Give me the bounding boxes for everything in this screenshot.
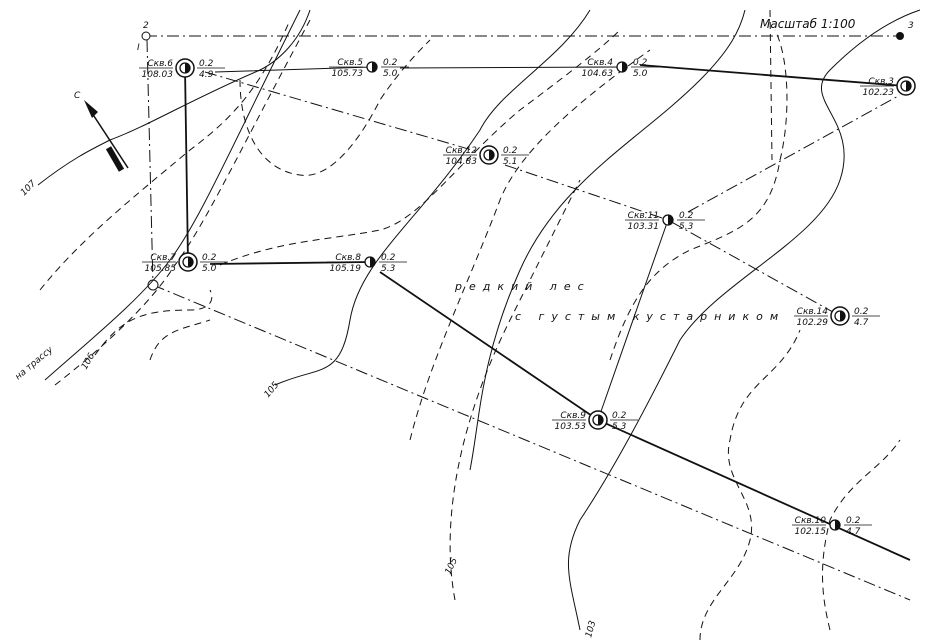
well-elevation: 105.85 (145, 264, 177, 274)
well-depth-denominator: 5.0 (202, 264, 217, 274)
station-label: I (137, 43, 140, 53)
contour-lines (37, 9, 921, 641)
well-elevation: 105.73 (332, 69, 364, 79)
well-elevation: 102.29 (797, 318, 829, 328)
well-depth-denominator: 5.0 (383, 69, 398, 79)
traverse-bottom (152, 284, 911, 601)
well-depth-denominator: 5.3 (679, 222, 694, 232)
well-depth-denominator: 4.9 (199, 70, 214, 80)
well-depth-denominator: 5.3 (612, 422, 627, 432)
well-half-fill-icon (835, 520, 840, 530)
well-elevation: 104.63 (582, 69, 614, 79)
well-elevation: 108.03 (142, 70, 174, 80)
well-elevation: 103.53 (555, 422, 587, 432)
well-depth-numerator: 0.2 (381, 253, 396, 263)
north-arrow-icon: С (74, 91, 129, 172)
well-depth-numerator: 0.2 (202, 253, 217, 263)
well-half-fill-icon (372, 62, 377, 72)
well-name: Скв.6 (147, 59, 173, 69)
contour-label: 103 (584, 619, 598, 638)
well-name: Скв.4 (587, 58, 613, 68)
vegetation-label-1: редкий лес (454, 280, 591, 293)
well-name: Скв.5 (337, 58, 363, 68)
well-name: Скв.11 (628, 211, 659, 221)
well-half-fill-icon (489, 150, 494, 160)
well-elevation: 105.19 (330, 264, 362, 274)
well-half-fill-icon (188, 257, 193, 267)
well-name: Скв.9 (560, 411, 586, 421)
well-half-fill-icon (668, 215, 673, 225)
well-depth-numerator: 0.2 (846, 516, 861, 526)
station-label: 3 (908, 21, 914, 31)
station-label: 2 (143, 21, 149, 31)
well-depth-numerator: 0.2 (199, 59, 214, 69)
well-depth-numerator: 0.2 (633, 58, 648, 68)
traverse-left (146, 39, 154, 286)
scale-label: Масштаб 1:100 (760, 17, 856, 31)
well-elevation: 102.15 (795, 527, 827, 537)
well-half-fill-icon (906, 81, 911, 91)
well-half-fill-icon (370, 257, 375, 267)
vegetation-label-2: с густым кустарником (515, 310, 785, 323)
station-3-marker (896, 32, 904, 40)
well-name: Скв.7 (150, 253, 176, 263)
well-depth-denominator: 5.3 (381, 264, 396, 274)
well-depth-numerator: 0.2 (612, 411, 627, 421)
well-half-fill-icon (622, 62, 627, 72)
well-half-fill-icon (185, 63, 190, 73)
well-elevation: 103.31 (628, 222, 660, 232)
well-name: Скв.10 (795, 516, 827, 526)
well-depth-denominator: 5.1 (503, 157, 517, 167)
well-depth-numerator: 0.2 (854, 307, 869, 317)
contour-label: 107 (19, 179, 38, 198)
well-depth-numerator: 0.2 (679, 211, 694, 221)
well-depth-denominator: 4.7 (846, 527, 861, 537)
well-depth-denominator: 4.7 (854, 318, 869, 328)
well-half-fill-icon (840, 311, 845, 321)
well-name: Скв.3 (868, 77, 894, 87)
well-name: Скв.8 (335, 253, 361, 263)
wells: Скв.6108.030.24.9Скв.5105.730.25.0Скв.41… (139, 58, 916, 537)
well-name: Скв.14 (797, 307, 829, 317)
contour-label: 105 (444, 556, 460, 576)
well-depth-numerator: 0.2 (383, 58, 398, 68)
well-elevation: 102.23 (863, 88, 895, 98)
contour-label: 106 (80, 351, 97, 371)
survey-traverses (141, 31, 911, 601)
well-elevation: 104.83 (446, 157, 478, 167)
svg-text:С: С (74, 91, 81, 101)
well-depth-numerator: 0.2 (503, 146, 518, 156)
station-2-marker (141, 31, 151, 41)
well-name: Скв.12 (446, 146, 478, 156)
well-depth-denominator: 5.0 (633, 69, 648, 79)
well-half-fill-icon (598, 415, 603, 425)
